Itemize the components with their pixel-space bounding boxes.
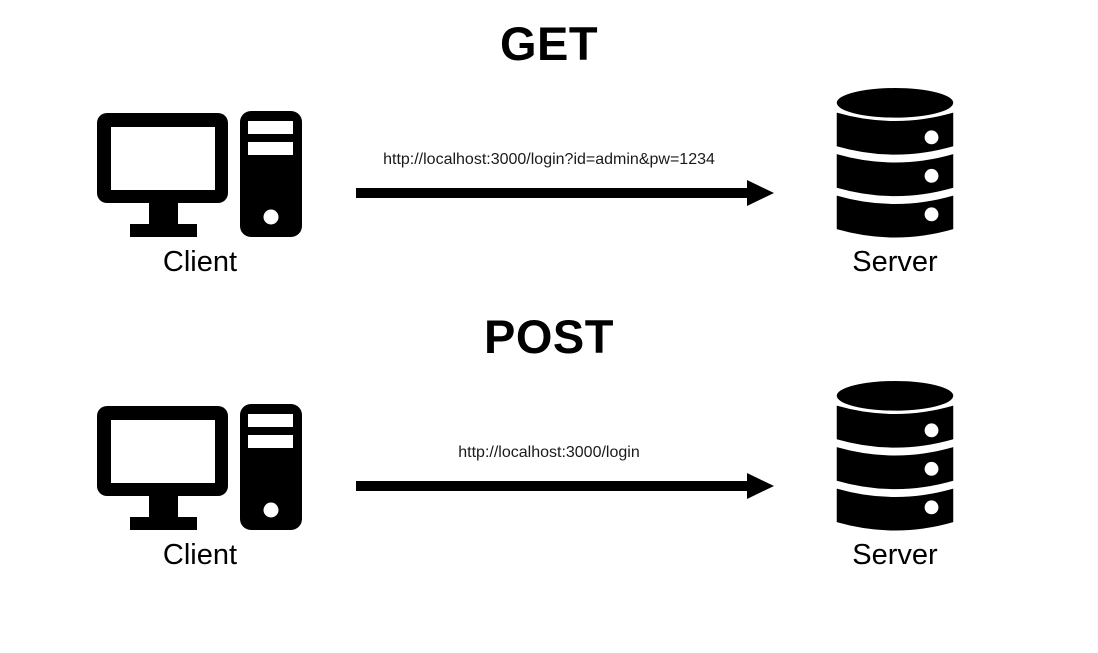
monitor-stand-base	[130, 517, 197, 530]
monitor-screen	[111, 127, 215, 190]
db-band-2	[836, 447, 954, 490]
db-led-1	[924, 130, 939, 145]
section-get: GET http://localhost:3000/login?id=admin…	[0, 0, 1098, 300]
client-label: Client	[162, 539, 238, 571]
database-server-icon	[834, 87, 956, 241]
db-led-2	[924, 461, 939, 476]
tower-power-button	[263, 209, 279, 225]
db-led-3	[924, 500, 939, 515]
server-label: Server	[852, 539, 938, 571]
database-icon	[836, 380, 954, 531]
server-label: Server	[852, 246, 938, 278]
tower-slot-2	[248, 142, 293, 155]
arrow-head	[747, 180, 774, 206]
method-title-post: POST	[484, 310, 614, 363]
db-band-2	[836, 154, 954, 197]
right-arrow-icon	[356, 180, 774, 206]
desktop-computer-icon	[97, 404, 302, 530]
db-band-1	[836, 405, 954, 448]
client-computer-icon	[94, 403, 306, 531]
client-computer-icon	[94, 110, 306, 238]
tower-power-button	[263, 502, 279, 518]
monitor-stand-neck	[149, 203, 178, 226]
db-band-3	[836, 195, 954, 238]
db-top-disk	[836, 380, 954, 411]
db-band-3	[836, 488, 954, 531]
arrow-shaft	[356, 481, 748, 491]
arrow-shaft	[356, 188, 748, 198]
db-led-2	[924, 168, 939, 183]
database-icon	[836, 87, 954, 238]
client-label: Client	[162, 246, 238, 278]
tower-slot-1	[248, 414, 293, 427]
right-arrow-icon	[356, 473, 774, 499]
monitor-screen	[111, 420, 215, 483]
desktop-computer-icon	[97, 111, 302, 237]
request-url-post: http://localhost:3000/login	[458, 444, 640, 461]
db-led-1	[924, 423, 939, 438]
db-band-1	[836, 112, 954, 155]
tower-slot-1	[248, 121, 293, 134]
monitor-stand-neck	[149, 496, 178, 519]
tower-slot-2	[248, 435, 293, 448]
db-led-3	[924, 207, 939, 222]
db-top-disk	[836, 87, 954, 118]
database-server-icon	[834, 380, 956, 534]
arrow-head	[747, 473, 774, 499]
section-post: POST http://localhost:3000/login	[0, 293, 1098, 593]
monitor-stand-base	[130, 224, 197, 237]
request-url-get: http://localhost:3000/login?id=admin&pw=…	[383, 151, 715, 168]
method-title-get: GET	[499, 17, 599, 70]
